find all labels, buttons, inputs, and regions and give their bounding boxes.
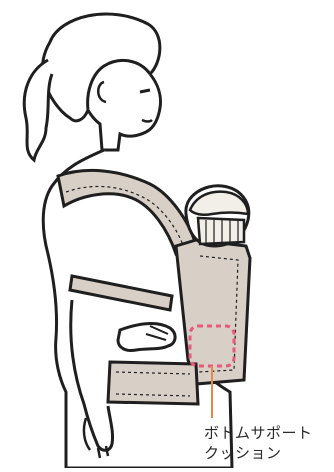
callout-label: ボトムサポート クッション bbox=[204, 423, 313, 463]
ear bbox=[98, 82, 106, 102]
baby-hat-band bbox=[198, 218, 244, 244]
eye bbox=[140, 90, 150, 92]
carrier-waist-belt bbox=[108, 362, 198, 404]
ponytail bbox=[24, 60, 52, 160]
mother-hand bbox=[118, 324, 175, 351]
callout-line-1: ボトムサポート bbox=[204, 423, 313, 443]
callout-line-2: クッション bbox=[204, 443, 313, 463]
